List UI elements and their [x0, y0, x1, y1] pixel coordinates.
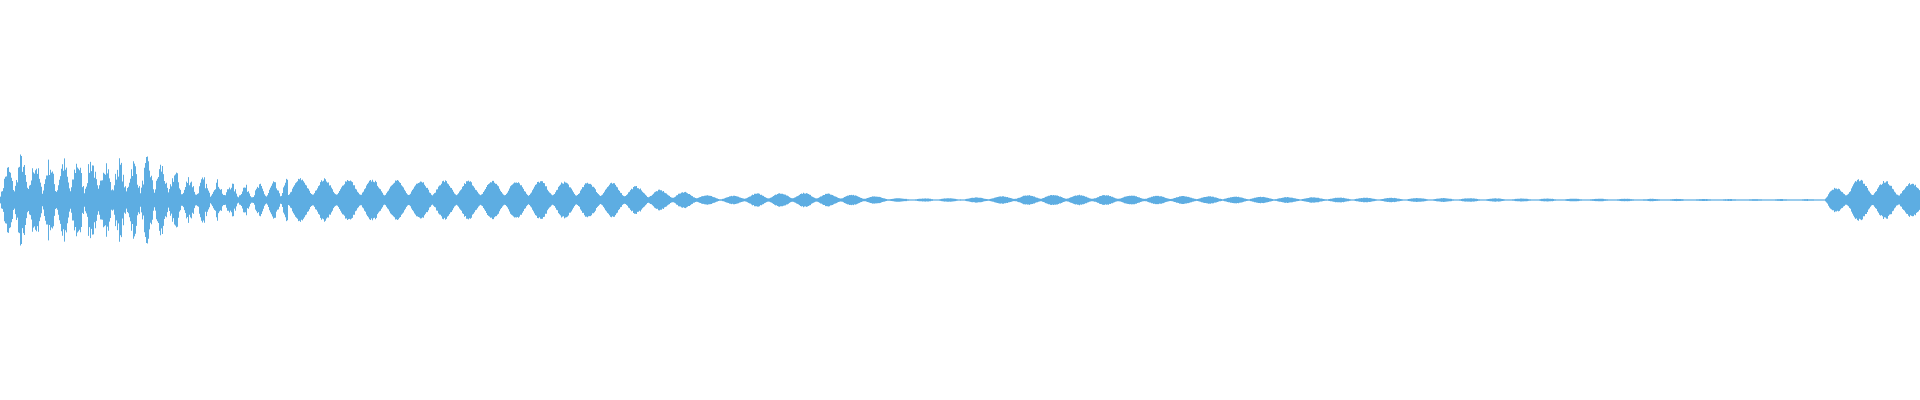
waveform-bars [0, 154, 1920, 246]
